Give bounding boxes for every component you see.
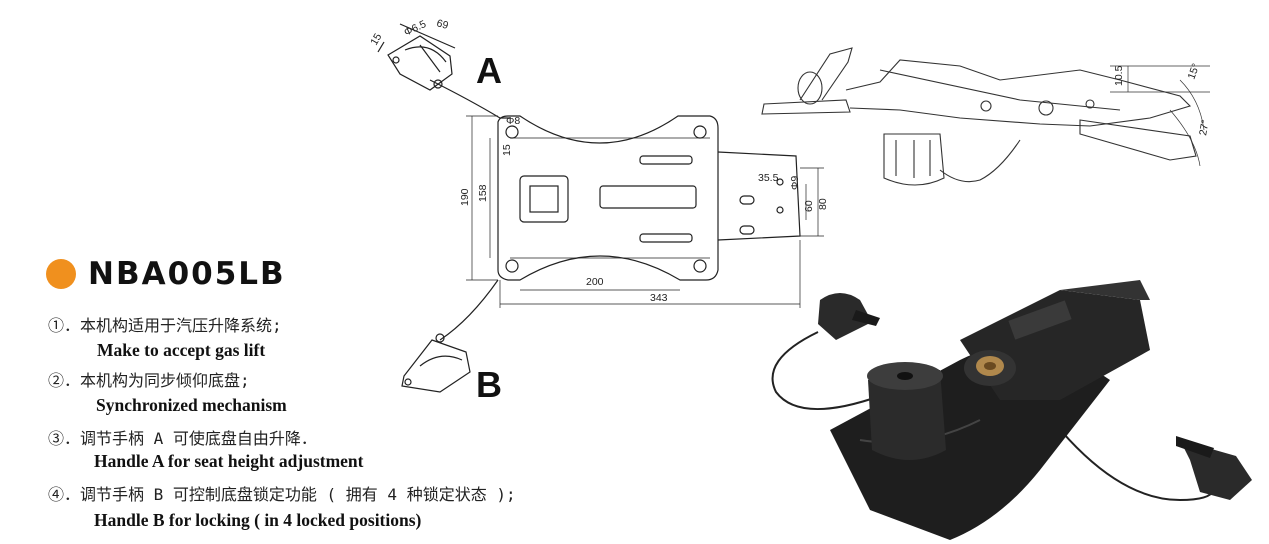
dim-handle-69: 69 — [435, 17, 450, 32]
dim-side-10-5: 10.5 — [1113, 65, 1125, 86]
model-heading: NBA005LB — [46, 256, 286, 292]
dim-hole-phi: Φ8 — [506, 115, 520, 127]
feature-1-en: Make to accept gas lift — [97, 340, 266, 360]
feature-3-cn: ③．调节手柄 A 可使底盘自由升降． — [48, 429, 317, 448]
handle-a-label: A — [476, 50, 502, 91]
handle-b-label: B — [476, 364, 502, 405]
dim-bracket-35-5: 35.5 — [758, 172, 779, 184]
dim-bracket-60: 60 — [803, 200, 815, 212]
bullet-dot-icon — [46, 259, 76, 289]
dimension-lines — [466, 115, 824, 308]
dim-plate-190: 190 — [459, 188, 471, 206]
handle-b-drawing — [401, 333, 471, 393]
feature-3-en: Handle A for seat height adjustment — [94, 451, 364, 471]
feature-2-cn: ②．本机构为同步倾仰底盘; — [48, 371, 250, 390]
dim-handle-15: 15 — [368, 31, 384, 47]
dim-bracket-80: 80 — [817, 198, 829, 210]
dim-side-15deg: 15° — [1186, 62, 1203, 81]
dim-plate-158: 158 — [477, 184, 489, 202]
feature-2-en: Synchronized mechanism — [96, 395, 287, 415]
feature-4-cn: ④．调节手柄 B 可控制底盘锁定功能 ( 拥有 4 种锁定状态 ); — [48, 485, 516, 504]
dim-bracket-phi: Φ9 — [789, 176, 801, 190]
feature-1-cn: ①．本机构适用于汽压升降系统; — [48, 316, 282, 335]
dim-side-27deg: 27° — [1197, 119, 1212, 137]
dim-hole-15: 15 — [501, 144, 513, 156]
feature-4-en: Handle B for locking ( in 4 locked posit… — [94, 510, 422, 530]
handle-a-drawing — [377, 23, 510, 119]
model-name: NBA005LB — [88, 256, 286, 292]
dim-plate-343: 343 — [650, 292, 668, 304]
base-plate-drawing — [439, 115, 801, 341]
dim-plate-200: 200 — [586, 276, 604, 288]
